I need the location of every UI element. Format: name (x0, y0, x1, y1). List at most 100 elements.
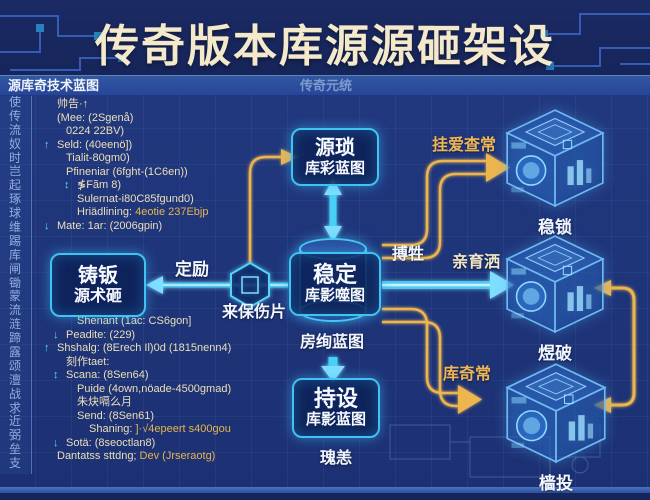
flow-box-stable-line2: 库影噬图 (304, 287, 365, 304)
cube-bottom-graphic (506, 363, 606, 463)
gold-arrowhead-into-bottom-cube (458, 385, 482, 414)
code-text: 朱炔嗝么月 (77, 396, 132, 408)
code-text: 0224 22BV) (66, 125, 125, 137)
cyan-arrowhead-to-bottom-box (321, 366, 345, 382)
side-char: 战 (8, 386, 21, 401)
label-to-top-cube: 挂爱查常 (432, 137, 497, 154)
gold-bracket-right (606, 286, 636, 407)
side-char: 流 (8, 303, 21, 318)
flow-box-stable-line1: 稳定 (312, 262, 357, 287)
label-below-cylinder: 房绚蓝图 (300, 334, 365, 351)
header-band: 传奇版本库源源砸架设 (0, 0, 650, 75)
flow-box-forge: 铸钣 源术砸 (50, 253, 146, 317)
cyan-arrowhead-left (146, 276, 163, 294)
code-text: Hriädlining: (77, 206, 136, 218)
flow-box-hold-line1: 持设 (313, 386, 358, 411)
flow-arrow-glyph: ↕ (64, 179, 70, 191)
side-char: 库 (8, 247, 21, 262)
cyan-connector-group (146, 179, 514, 382)
spec-code-block-bottom: Shenant (1ac: CS6gon]↓Peadite: (229)↑Shs… (42, 315, 272, 464)
gold-arrowhead-into-top-cube (486, 153, 510, 182)
side-char: 澶 (8, 372, 21, 387)
side-char: 使 (8, 95, 21, 109)
subheader-center-label: 传奇元统 (300, 78, 353, 93)
code-text: (Mee: (2Sgenå) (57, 111, 134, 124)
side-char: 支 (8, 456, 21, 471)
circuit-decoration-right (540, 13, 650, 70)
code-text: Tialit-80gm0) (66, 152, 130, 164)
gold-path-up-inner (382, 172, 486, 260)
side-char: 涟 (8, 317, 21, 332)
gold-path-down-outer (382, 307, 458, 395)
flow-box-source: 源琐 库彩蓝图 (291, 128, 379, 186)
gold-path-hex-to-source-box (248, 155, 281, 265)
flow-box-hold-line2: 库影蓝图 (305, 411, 366, 428)
hexagon-node (230, 261, 270, 309)
code-text: Shshalg: (8Erech Il)0d (1815nenn4) (57, 342, 232, 354)
gold-path-down-inner (382, 320, 458, 408)
code-text: Shaning: (89, 423, 136, 435)
gold-arrowhead-into-source-box (281, 149, 298, 165)
code-text-accent: 4eotie 237Ebjp (135, 206, 209, 218)
code-text: Seld: (40eenö]) (57, 138, 133, 151)
code-text: Shenant (1ac: CS6gon] (77, 315, 192, 327)
flow-box-source-line2: 库彩蓝图 (304, 160, 365, 177)
side-divider-line (31, 96, 32, 474)
side-char: 露 (8, 345, 21, 360)
side-char: 琢 (8, 192, 21, 207)
sub-header-bar: 源库奇技术蓝图 传奇元统 (0, 75, 650, 95)
circuit-decoration-left (0, 15, 126, 71)
code-text: Mate: 1ar: (2006gpin) (57, 219, 163, 232)
cyan-arrowhead-up (324, 179, 342, 195)
side-char: 岂 (8, 164, 21, 179)
code-text: Send: (8Sen61) (77, 409, 155, 422)
flow-arrow-glyph: ↓ (53, 436, 59, 449)
label-bottom-note: 瑰恙 (320, 450, 353, 467)
code-text: Sulernat-i80C85fgund0) (77, 192, 194, 205)
code-text: 刻作taet: (66, 355, 110, 368)
label-below-hexagon: 来保伤片 (222, 304, 287, 321)
gold-connector-group (248, 155, 636, 408)
side-character-strip: 使传流奴时岂起琢球维踢库闸锄蒙流涟蹄露颂澶战求近弼垒支 (0, 95, 30, 474)
side-char: 起 (8, 178, 21, 193)
label-to-bottom-cube: 库奇常 (443, 366, 492, 383)
code-text: Scana: (8Sen64) (66, 369, 149, 381)
code-text: ≸Fãm 8) (77, 179, 122, 191)
side-char: 传 (8, 108, 21, 123)
flow-box-stable: 稳定 库影噬图 (289, 252, 381, 316)
cube-mid: 煜破 (503, 232, 607, 364)
side-char: 求 (8, 400, 21, 415)
code-text: Sotä: (8seoctlan8) (66, 436, 156, 449)
bottom-strip (0, 493, 650, 500)
spec-code-block-top: 帅告·↑(Mee: (2Sgenå)0224 22BV)↑Seld: (40ee… (42, 98, 272, 233)
cube-mid-label: 煜破 (538, 344, 572, 363)
hexagon-inner-square (241, 276, 259, 294)
side-char: 维 (8, 220, 21, 235)
label-branch-up: 搏牲 (392, 246, 425, 263)
flow-box-forge-line2: 源术砸 (73, 288, 122, 305)
flow-arrow-glyph: ↑ (44, 138, 50, 151)
side-char: 时 (8, 150, 21, 165)
flow-box-forge-line1: 铸钣 (78, 265, 118, 287)
cube-mid-graphic (506, 235, 604, 333)
cube-stable-label: 稳锁 (538, 218, 572, 237)
side-char: 近 (8, 414, 21, 429)
label-left-arrow: 定励 (175, 260, 209, 279)
code-text: Peadite: (229) (66, 328, 136, 341)
code-text: Pfineniar (6fght-(1C6en)) (66, 165, 188, 178)
flow-arrow-glyph: ↓ (53, 328, 59, 341)
code-text: Dantatss sttdng; (57, 450, 140, 462)
cyan-arrowhead-into-mid-cube (490, 271, 514, 299)
cube-bottom: 樯投 (503, 360, 609, 494)
side-char: 颂 (8, 358, 21, 373)
side-char: 蹄 (8, 331, 21, 346)
cyan-arrowhead-down (324, 226, 342, 242)
bottom-divider-bar (0, 487, 650, 493)
cube-bottom-label: 樯投 (539, 474, 573, 493)
page-title: 传奇版本库源源砸架设 (95, 22, 555, 71)
label-to-mid-cube: 亲育洒 (452, 254, 501, 271)
connector-layer (146, 149, 636, 414)
flow-arrow-glyph: ↕ (53, 369, 59, 381)
side-char: 锄 (8, 275, 21, 290)
